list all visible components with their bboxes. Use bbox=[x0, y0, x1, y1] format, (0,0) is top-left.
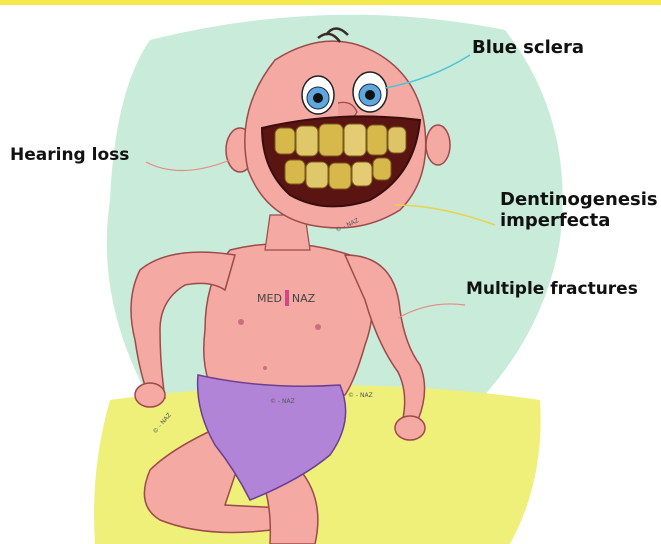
right-pupil bbox=[365, 90, 375, 100]
logo-pen-icon bbox=[285, 290, 289, 306]
left-nipple bbox=[238, 319, 244, 325]
artist-signature: © - NAZ bbox=[348, 392, 373, 399]
label-dentinogenesis-line1: Dentinogenesis bbox=[500, 190, 658, 211]
right-nipple bbox=[315, 324, 321, 330]
right-ear bbox=[426, 125, 450, 165]
label-blue-sclera: Blue sclera bbox=[472, 38, 584, 59]
medinaz-logo: MED NAZ bbox=[257, 290, 315, 306]
belly-button bbox=[263, 366, 267, 370]
logo-text-right: NAZ bbox=[292, 292, 315, 305]
label-hearing-loss: Hearing loss bbox=[10, 146, 129, 166]
left-hand bbox=[135, 383, 165, 407]
label-dentinogenesis-imperfecta: Dentinogenesis imperfecta bbox=[500, 190, 658, 231]
artist-signature: © - NAZ bbox=[270, 398, 295, 405]
logo-text-left: MED bbox=[257, 292, 282, 305]
label-multiple-fractures: Multiple fractures bbox=[466, 280, 638, 300]
right-hand bbox=[395, 416, 425, 440]
label-dentinogenesis-line2: imperfecta bbox=[500, 211, 658, 232]
left-pupil bbox=[313, 93, 323, 103]
